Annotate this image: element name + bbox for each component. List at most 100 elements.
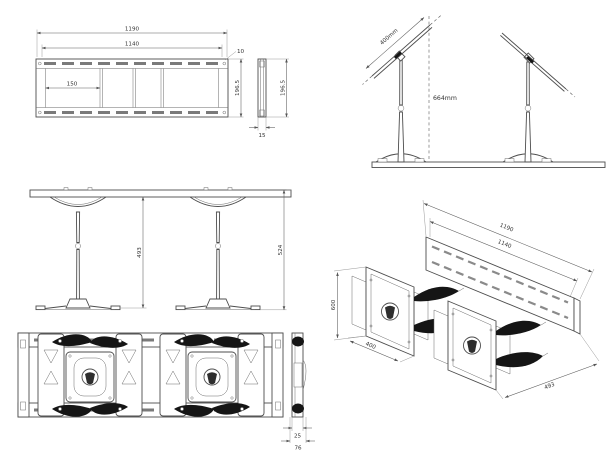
dimension-depth-total: 76	[281, 417, 315, 450]
wing-plate-right	[115, 333, 143, 417]
dimension-inner-height: 493	[120, 196, 147, 309]
baseboard	[371, 161, 606, 168]
dimension-edge-height: 196.5	[266, 58, 289, 118]
swivel-hub	[81, 368, 99, 386]
dimension-edge-thickness: 15	[249, 117, 275, 139]
swivel-hub	[463, 336, 481, 355]
end-cap	[271, 332, 284, 418]
dim-label: 1140	[125, 42, 140, 48]
dimension-extension-depth: 493	[495, 333, 600, 400]
bracket-cluster	[37, 333, 143, 417]
column-lower	[76, 249, 80, 300]
dim-label: 10	[237, 49, 245, 55]
edge-slot	[259, 109, 265, 117]
tilted-stands-view: 400mm 664mm	[362, 14, 606, 168]
dim-label: 493	[544, 382, 556, 391]
arm-end	[292, 336, 304, 347]
assembly-side-profile	[291, 332, 307, 418]
base-pad	[541, 158, 552, 163]
foot-pad	[250, 305, 261, 311]
dim-label: 76	[294, 446, 302, 450]
column-upper	[215, 211, 221, 243]
dimension-rail-overall: 1190	[36, 27, 228, 57]
rail-edge-outline	[257, 58, 267, 118]
saddle	[49, 196, 107, 207]
screen-plate	[501, 32, 567, 90]
dim-label: 15	[258, 133, 266, 139]
articulating-arm	[174, 404, 214, 417]
pedestal-stand-front	[175, 196, 261, 311]
base-block	[205, 298, 231, 309]
column-upper	[75, 211, 81, 243]
articulating-arm	[496, 320, 541, 336]
articulating-arm	[212, 403, 250, 415]
side-bracket	[293, 362, 303, 388]
stand-column-upper	[526, 61, 530, 106]
tv-bracket-iso	[433, 300, 549, 391]
dim-label: 1190	[499, 223, 515, 234]
wing-plate-left	[159, 333, 187, 417]
rail-end-cap	[573, 297, 581, 335]
articulating-arm	[90, 403, 128, 415]
hub-detail	[207, 372, 217, 385]
dimension-plate-length: 400mm	[365, 17, 425, 69]
assembly-front-view: 25 76	[17, 332, 315, 450]
articulating-arm	[212, 336, 250, 348]
base-block	[65, 298, 91, 309]
rail-screw	[227, 187, 233, 191]
rail-screw	[63, 187, 69, 191]
cap-slot	[275, 401, 281, 411]
column-joint	[524, 105, 532, 112]
dimension-depth-folded: 25	[283, 417, 312, 440]
rail-edge-view: 196.5 15	[249, 58, 289, 139]
dim-label: 664mm	[433, 95, 457, 102]
saddle-inner	[193, 196, 243, 205]
base-pad	[504, 158, 515, 163]
mount-hole	[38, 61, 42, 66]
pedestal-stand-front	[35, 196, 121, 311]
stand-column	[524, 111, 532, 163]
rail-screw	[203, 187, 209, 191]
plate-clamp	[526, 56, 534, 64]
base-pad	[377, 158, 388, 163]
bracket-cluster	[159, 333, 265, 417]
hub-detail	[467, 339, 477, 353]
saddle-inner	[53, 196, 103, 205]
articulating-arm	[414, 286, 459, 302]
assembly-perspective-view: 1190 1140	[331, 199, 600, 400]
articulating-arm	[52, 404, 92, 417]
rail-screw	[87, 187, 93, 191]
dim-label: 600	[331, 299, 337, 310]
hub-detail	[385, 305, 395, 319]
dimension-slot-leader: 10	[224, 49, 245, 61]
arm-end	[292, 403, 304, 414]
cap-slot	[275, 339, 281, 349]
mount-hole	[38, 110, 42, 115]
swivel-hub	[381, 302, 399, 321]
dimension-total-height: 524	[260, 189, 291, 311]
end-cap	[17, 332, 30, 418]
dim-label: 1190	[125, 27, 140, 33]
dim-label: 524	[278, 244, 284, 255]
dimension-rail-slot-span: 1140	[41, 42, 223, 57]
articulating-arm	[174, 334, 214, 347]
dim-label: 400mm	[379, 28, 399, 47]
edge-slot	[259, 60, 265, 68]
dimension-perspective-rail: 1140	[429, 218, 579, 298]
column-joint	[75, 243, 81, 249]
rail-plan-view: 1190 1140 10 150 196.5	[35, 27, 245, 118]
base-pad	[414, 158, 425, 163]
wing-plate	[351, 275, 367, 331]
stand-column-upper	[399, 59, 403, 106]
articulating-arm	[90, 336, 128, 348]
foot-pad	[110, 305, 121, 311]
articulating-arm	[496, 352, 543, 368]
dim-label: 25	[294, 434, 302, 440]
foot-pad	[175, 305, 186, 311]
dimension-slot-pitch: 150	[45, 82, 101, 90]
slot-row	[431, 245, 569, 304]
top-rail	[29, 189, 292, 198]
hub-detail	[85, 372, 95, 385]
